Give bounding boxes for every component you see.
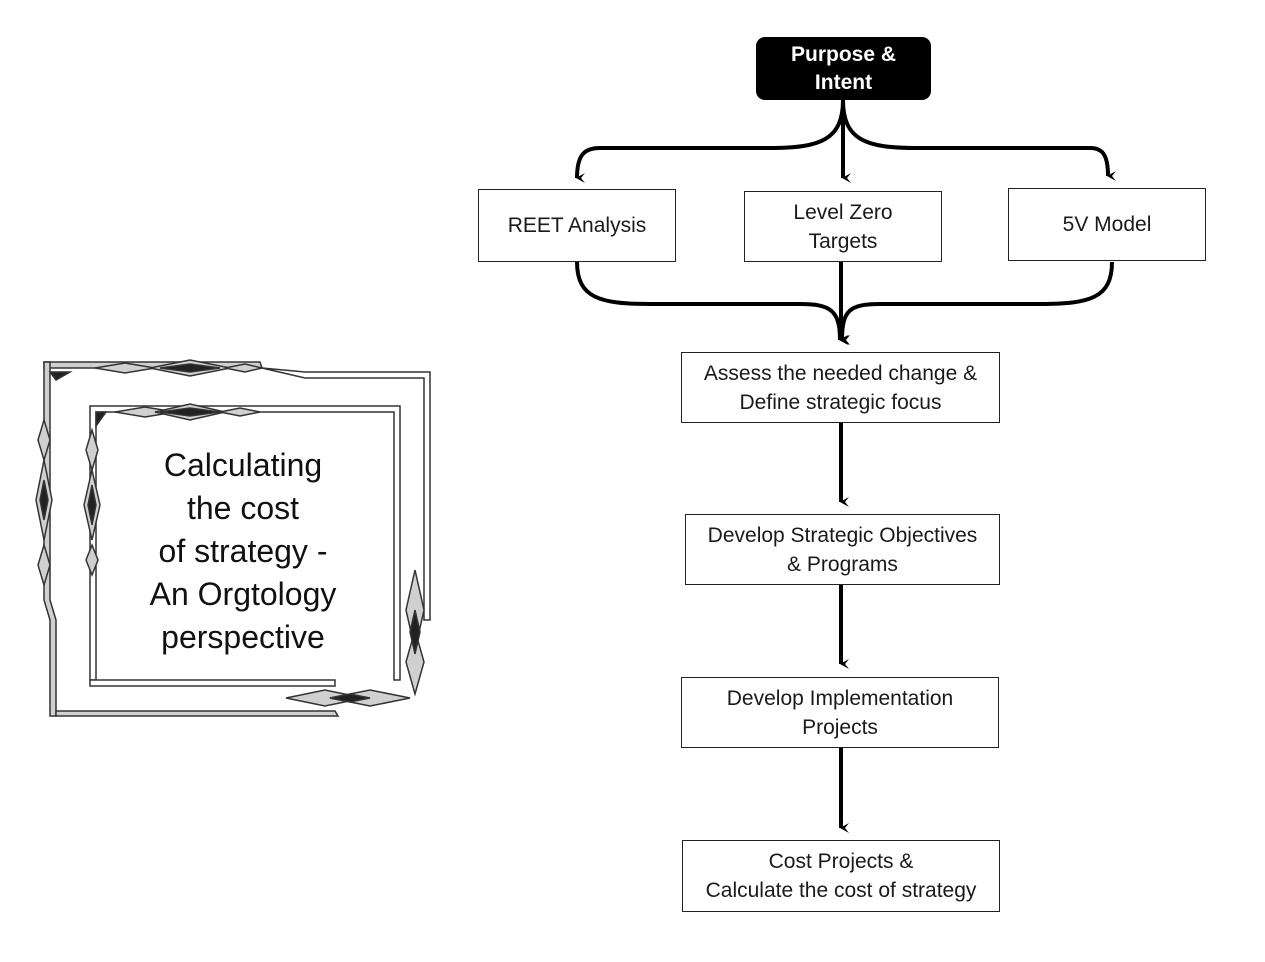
title-card-text: Calculating the cost of strategy - An Or… bbox=[149, 447, 337, 655]
input-node-level-zero-targets: Level Zero Targets bbox=[744, 191, 942, 262]
connectors bbox=[575, 99, 1117, 833]
root-node-purpose-intent: Purpose & Intent bbox=[756, 37, 931, 100]
decorative-frame bbox=[35, 359, 431, 717]
step-node-assess-change: Assess the needed change & Define strate… bbox=[681, 352, 1000, 423]
step-node-strategic-objectives: Develop Strategic Objectives & Programs bbox=[685, 514, 1000, 585]
step-node-implementation-projects: Develop Implementation Projects bbox=[681, 677, 999, 748]
input-node-reet-analysis: REET Analysis bbox=[478, 189, 676, 262]
input-node-5v-model: 5V Model bbox=[1008, 188, 1206, 261]
step-node-cost-projects: Cost Projects & Calculate the cost of st… bbox=[682, 840, 1000, 912]
